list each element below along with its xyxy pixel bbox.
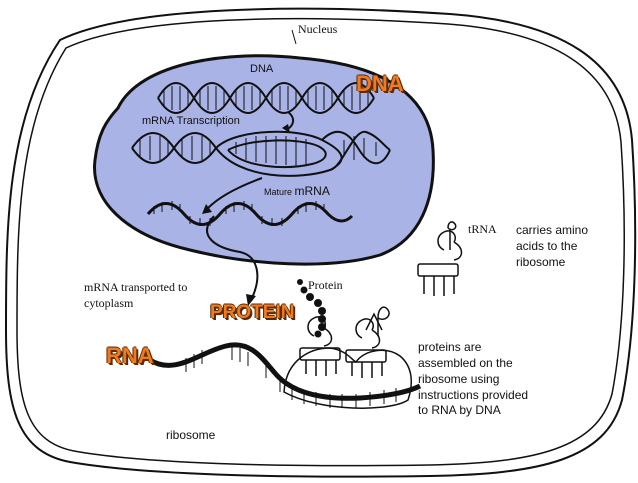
transcription-arrowhead [282, 124, 290, 133]
protein-label-small: Protein [308, 278, 343, 292]
mrna-transported-line1: mRNA transported to [84, 280, 188, 294]
assembly-line4: instructions provided [418, 388, 529, 402]
rna-label-big: RNA [106, 343, 154, 368]
transcription-helix [131, 130, 391, 177]
assembly-line2: assembled on the [418, 356, 513, 370]
assembly-line3: ribosome using [418, 372, 500, 386]
mrna-transported-line2: cytoplasm [84, 296, 134, 310]
trna-desc-line3: ribosome [516, 255, 566, 269]
mrna-transcription-label: mRNA Transcription [142, 115, 240, 127]
dna-label-small: DNA [250, 63, 274, 75]
trna-title: tRNA [468, 222, 497, 236]
cell-membrane-outer [4, 7, 637, 478]
protein-label-big: PROTEIN [210, 302, 295, 323]
protein-chain [297, 279, 326, 338]
trna-desc-line1: carries amino [516, 223, 589, 237]
mature-prefix: Mature [264, 187, 295, 197]
dna-helix [157, 82, 375, 114]
export-arrow [206, 215, 259, 299]
dna-label-big: DNA [356, 71, 404, 96]
cytoplasm-mrna-strand [148, 342, 422, 408]
assembly-line5: to RNA by DNA [418, 403, 501, 417]
mature-mrna-strand [146, 201, 354, 226]
assembly-line1: proteins are [418, 340, 482, 354]
nucleus [93, 54, 435, 266]
mature-mrna-label: Mature mRNA [264, 184, 330, 199]
nucleus-label: Nucleus [298, 22, 338, 36]
mature-mrna-main: mRNA [294, 184, 330, 198]
trna-desc-line2: acids to the [516, 239, 578, 253]
trna-on-ribosome [299, 306, 390, 378]
free-trna [417, 221, 463, 296]
processing-arrowhead [202, 204, 212, 214]
export-arrowhead [246, 294, 256, 306]
nucleus-pointer [291, 29, 297, 45]
ribosome-label: ribosome [166, 428, 216, 442]
cell-membrane-inner [16, 17, 625, 467]
processing-arrow [207, 177, 263, 209]
